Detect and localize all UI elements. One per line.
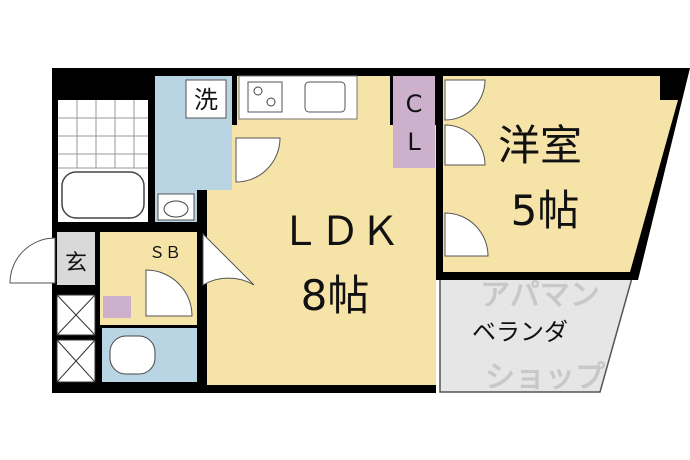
meter-boxes [56, 294, 96, 383]
ldk-size: 8帖 [301, 271, 370, 320]
sink-icon [304, 81, 346, 113]
small-storage [103, 296, 131, 318]
door-closet-2 [444, 124, 486, 166]
western-label: 洋室 [498, 121, 582, 170]
watermark: アパマン [480, 278, 599, 313]
closet [393, 76, 435, 168]
closet-label-c: C [406, 90, 423, 118]
door-western [444, 212, 489, 257]
door-entrance [9, 237, 56, 284]
door-ldk-wash [235, 137, 281, 183]
door-ldk-sb [202, 232, 255, 286]
stove-icon [247, 81, 283, 113]
bathtub-icon [61, 171, 145, 219]
ldk-label: ＬＤＫ [280, 209, 400, 255]
watermark-2: ショップ [485, 360, 606, 395]
door-toilet [145, 269, 193, 317]
closet-label-l: L [407, 128, 421, 156]
entrance-label: 玄 [65, 251, 87, 276]
door-closet-1 [444, 79, 486, 121]
balcony-label: ベランダ [472, 318, 568, 346]
shoe-box-label: ＳＢ [149, 243, 181, 262]
washbasin-icon [157, 193, 195, 221]
entrance [57, 232, 95, 285]
toilet-icon [109, 335, 156, 375]
western-room [443, 76, 678, 272]
western-size: 5帖 [511, 186, 580, 235]
washer-label: 洗 [194, 86, 218, 114]
washer-box [185, 79, 227, 119]
